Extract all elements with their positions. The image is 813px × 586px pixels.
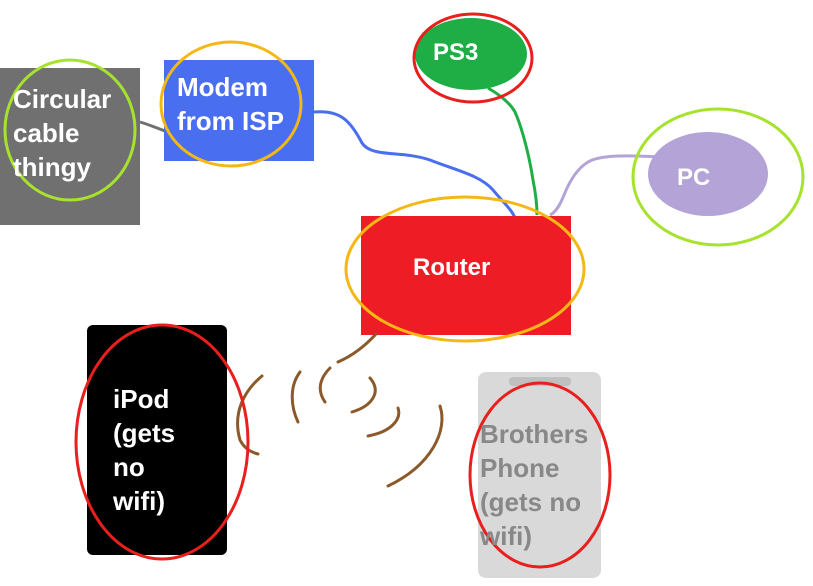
ps3-highlight-ring [412,12,534,104]
wire-ps3-to-router [487,86,539,216]
ipod-highlight-ring [74,323,250,561]
wifi-wave [236,374,264,456]
wire-modem-to-router [313,110,517,219]
wifi-wave [366,406,401,438]
modem-box [164,60,314,161]
router-node: Router [344,195,586,343]
brothers-phone-label-line: Brothers [480,419,588,449]
circular-cable-label-line: Circular [13,84,111,114]
ps3-shape [415,18,527,90]
router-box [361,216,571,335]
ipod-label-line: iPod [113,384,169,414]
pc-label: PC [677,164,710,191]
brothers-phone-label-line: wifi) [479,521,532,551]
modem-label-line: Modem [177,72,268,102]
modem-label: Modem from ISP [177,72,284,136]
wifi-wave [318,366,332,404]
wifi-signal-waves [236,332,444,488]
wifi-wave [290,370,302,424]
pc-highlight-ring [631,107,805,247]
ps3-node: PS3 [412,12,534,104]
router-highlight-ring [344,195,586,343]
brothers-phone-device [478,372,601,578]
modem-label-line: from ISP [177,106,284,136]
brothers-phone-node: Brothers Phone (gets no wifi) [468,372,612,578]
circular-cable-highlight-ring [3,58,137,202]
ipod-label-line: (gets [113,418,175,448]
wifi-wave [336,332,378,364]
router-label: Router [413,254,490,281]
ipod-label-line: no [113,452,145,482]
wifi-wave [350,376,377,414]
modem-highlight-ring [159,40,303,168]
circular-cable-label-line: thingy [13,152,92,182]
ipod-node: iPod (gets no wifi) [74,323,250,561]
pc-node: PC [631,107,805,247]
ipod-device [87,325,227,555]
wire-pc-to-router [549,154,661,217]
modem-node: Modem from ISP [159,40,314,168]
brothers-phone-label-line: Phone [480,453,559,483]
ipod-label-line: wifi) [112,486,165,516]
circular-cable-node: Circular cable thingy [0,58,140,225]
wifi-wave [386,404,444,488]
circular-cable-label: Circular cable thingy [13,84,119,182]
pc-shape [648,132,768,216]
brothers-phone-highlight-ring [468,381,612,569]
circular-cable-label-line: cable [13,118,80,148]
brothers-phone-label: Brothers Phone (gets no wifi) [479,419,596,551]
ps3-label: PS3 [433,39,478,66]
wire-modem-to-circular-cable [139,120,166,133]
brothers-phone-label-line: (gets no [480,487,581,517]
ipod-label: iPod (gets no wifi) [112,384,182,516]
